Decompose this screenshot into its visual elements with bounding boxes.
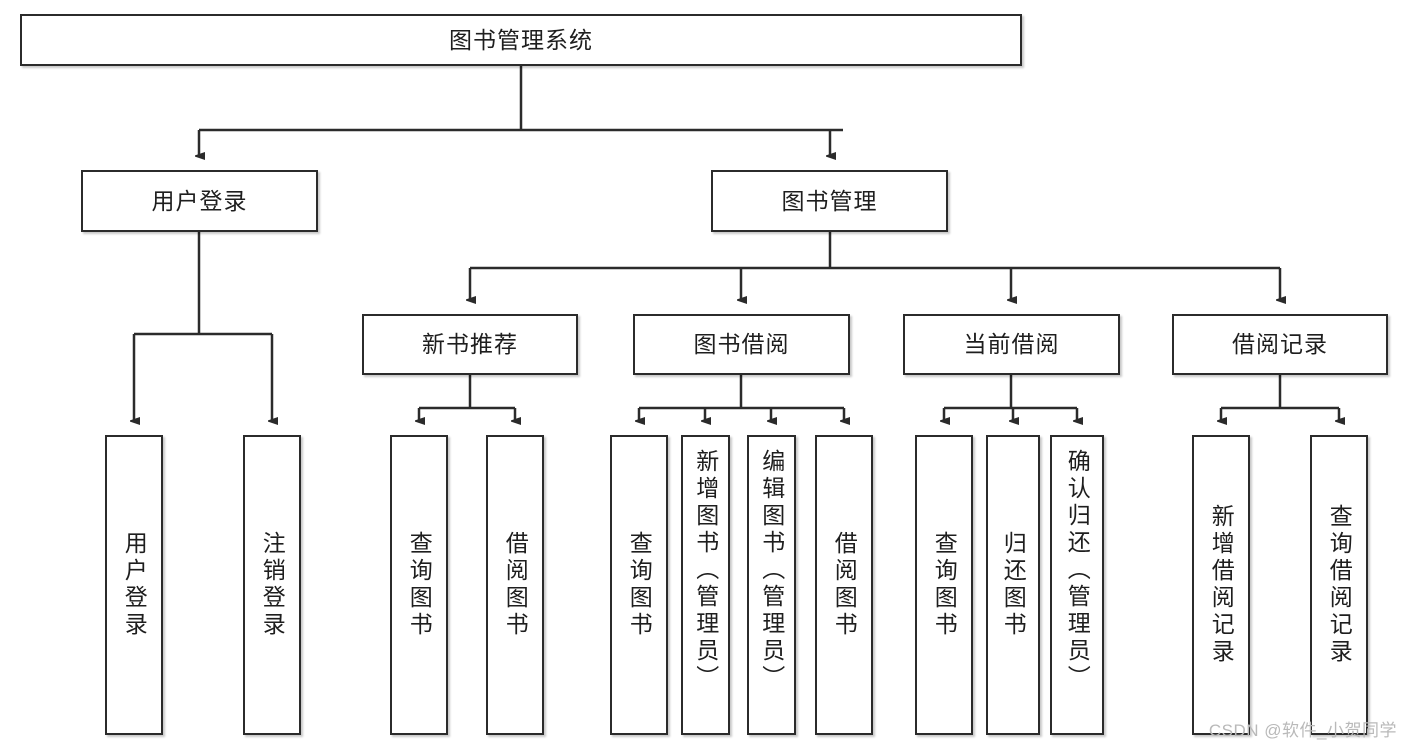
leaf-query-record[interactable]: 查询借阅记录 (1310, 435, 1368, 735)
leaf-confirm-return-label: 确认归还（管理员） (1064, 449, 1091, 692)
leaf-edit-book[interactable]: 编辑图书（管理员） (747, 435, 796, 735)
node-new-book-recommendation-label: 新书推荐 (422, 331, 518, 358)
leaf-borrow-book-1[interactable]: 借阅图书 (486, 435, 544, 735)
leaf-borrow-book-1-label: 借阅图书 (502, 531, 529, 639)
leaf-borrow-book-2-label: 借阅图书 (831, 531, 858, 639)
node-book-borrowing[interactable]: 图书借阅 (633, 314, 850, 375)
node-user-login[interactable]: 用户登录 (81, 170, 318, 232)
leaf-query-book-3[interactable]: 查询图书 (915, 435, 973, 735)
leaf-add-book[interactable]: 新增图书（管理员） (681, 435, 730, 735)
node-root[interactable]: 图书管理系统 (20, 14, 1022, 66)
leaf-query-record-label: 查询借阅记录 (1326, 504, 1353, 666)
node-root-label: 图书管理系统 (449, 26, 593, 53)
leaf-add-record-label: 新增借阅记录 (1208, 504, 1235, 666)
node-borrowing-record-label: 借阅记录 (1232, 331, 1328, 358)
leaf-edit-book-label: 编辑图书（管理员） (758, 449, 785, 692)
leaf-logout-login[interactable]: 注销登录 (243, 435, 301, 735)
leaf-confirm-return[interactable]: 确认归还（管理员） (1050, 435, 1104, 735)
leaf-user-login[interactable]: 用户登录 (105, 435, 163, 735)
watermark: CSDN @软件_小贺同学 (1208, 721, 1397, 740)
leaf-query-book-2-label: 查询图书 (626, 531, 653, 639)
leaf-return-book[interactable]: 归还图书 (986, 435, 1040, 735)
node-book-management-label: 图书管理 (781, 187, 878, 214)
node-book-borrowing-label: 图书借阅 (693, 331, 790, 358)
leaf-borrow-book-2[interactable]: 借阅图书 (815, 435, 873, 735)
node-current-borrowing-label: 当前借阅 (963, 331, 1060, 358)
node-book-management[interactable]: 图书管理 (711, 170, 948, 232)
leaf-return-book-label: 归还图书 (1000, 531, 1027, 639)
node-user-login-label: 用户登录 (151, 187, 248, 214)
leaf-add-record[interactable]: 新增借阅记录 (1192, 435, 1250, 735)
node-current-borrowing[interactable]: 当前借阅 (903, 314, 1120, 375)
leaf-query-book-1-label: 查询图书 (406, 531, 433, 639)
leaf-query-book-3-label: 查询图书 (931, 531, 958, 639)
leaf-query-book-1[interactable]: 查询图书 (390, 435, 448, 735)
leaf-logout-login-label: 注销登录 (259, 531, 286, 639)
leaf-user-login-label: 用户登录 (121, 531, 148, 639)
node-new-book-recommendation[interactable]: 新书推荐 (362, 314, 578, 375)
leaf-add-book-label: 新增图书（管理员） (692, 449, 719, 692)
leaf-query-book-2[interactable]: 查询图书 (610, 435, 668, 735)
node-borrowing-record[interactable]: 借阅记录 (1172, 314, 1388, 375)
